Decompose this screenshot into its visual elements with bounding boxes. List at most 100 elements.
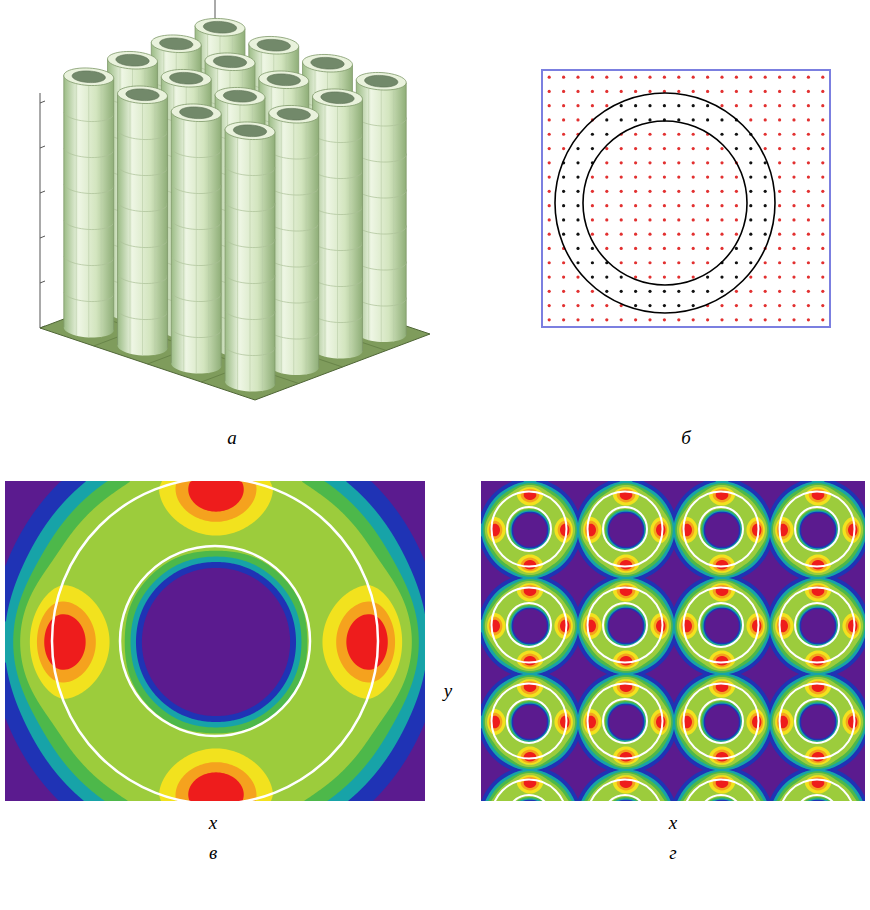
cylinder-hole — [277, 108, 310, 120]
axis-label: x — [209, 813, 217, 832]
ring-node — [634, 290, 637, 293]
grid-node — [706, 247, 709, 250]
ring-node — [591, 275, 594, 278]
grid-node — [562, 118, 565, 121]
grid-node — [764, 290, 767, 293]
ring-node — [764, 190, 767, 193]
grid-node — [620, 233, 623, 236]
white-circle — [795, 507, 839, 551]
cylinder-top — [303, 54, 353, 72]
ring-node — [692, 304, 695, 307]
grid-node — [548, 161, 551, 164]
white-circle — [795, 699, 839, 743]
cylinder-hole — [233, 125, 266, 137]
grid-node — [720, 76, 723, 79]
grid-node — [663, 275, 666, 278]
grid-node — [677, 204, 680, 207]
grid-node — [562, 261, 565, 264]
grid-node — [663, 76, 666, 79]
grid-node — [764, 118, 767, 121]
grid-node — [576, 275, 579, 278]
grid-node — [548, 261, 551, 264]
grid-node — [677, 133, 680, 136]
grid-node — [648, 90, 651, 93]
grid-node — [663, 247, 666, 250]
cylinder-rib — [381, 90, 382, 342]
grid-node — [591, 290, 594, 293]
grid-node — [807, 76, 810, 79]
white-circle — [699, 795, 743, 801]
white-circle — [603, 603, 647, 647]
contour-level — [5, 481, 425, 801]
grid-node — [749, 104, 752, 107]
grid-node — [663, 318, 666, 321]
ring-node — [749, 204, 752, 207]
contour-level — [13, 481, 419, 801]
ring-node — [591, 147, 594, 150]
cylinder-top — [118, 86, 168, 104]
grid-node — [792, 218, 795, 221]
grid-node — [562, 275, 565, 278]
ring-node — [749, 247, 752, 250]
grid-node — [735, 204, 738, 207]
cylinder-edge — [362, 99, 363, 351]
grid-node — [807, 204, 810, 207]
grid-node — [807, 247, 810, 250]
grid-node — [749, 90, 752, 93]
grid-node — [821, 233, 824, 236]
cylinder-edge — [171, 111, 172, 363]
grid-node — [778, 76, 781, 79]
ring-node — [634, 118, 637, 121]
white-circle — [507, 507, 551, 551]
grid-node — [663, 218, 666, 221]
grid-node — [677, 247, 680, 250]
grid-node — [778, 161, 781, 164]
ring-node — [677, 118, 680, 121]
cylinder-edge — [63, 75, 64, 327]
grid-node — [749, 76, 752, 79]
grid-node — [807, 233, 810, 236]
grid-node — [648, 261, 651, 264]
grid-node — [620, 190, 623, 193]
grid-node — [677, 161, 680, 164]
ring-node — [634, 304, 637, 307]
cylinder-edge — [167, 96, 168, 348]
grid-node — [648, 133, 651, 136]
grid-node — [605, 76, 608, 79]
ring-node — [562, 233, 565, 236]
grid-node — [591, 318, 594, 321]
white-circle — [588, 588, 663, 663]
ring-node — [749, 261, 752, 264]
grid-node — [562, 147, 565, 150]
grid-node — [605, 90, 608, 93]
ring-node — [634, 104, 637, 107]
cylinder-top — [195, 18, 245, 36]
grid-node — [807, 104, 810, 107]
ring-node — [576, 233, 579, 236]
unit-cell-grid — [542, 70, 830, 327]
hollow-cylinder — [171, 104, 221, 374]
cylinder-rib — [183, 120, 184, 372]
cylinder-hole — [170, 72, 203, 84]
grid-node — [692, 204, 695, 207]
grid-node — [706, 218, 709, 221]
grid-node — [720, 204, 723, 207]
axis-label: x — [669, 813, 677, 832]
cylinder-rib — [325, 105, 326, 357]
grid-node — [692, 261, 695, 264]
grid-node — [792, 147, 795, 150]
grid-node — [720, 218, 723, 221]
grid-node — [548, 90, 551, 93]
grid-node — [634, 161, 637, 164]
grid-node — [764, 304, 767, 307]
ring-node — [692, 104, 695, 107]
grid-node — [778, 90, 781, 93]
cylinder-hole — [257, 39, 290, 51]
cell-border — [542, 70, 830, 327]
white-circle — [684, 492, 759, 567]
grid-node — [821, 247, 824, 250]
ring-node — [576, 190, 579, 193]
ring-node — [591, 247, 594, 250]
cylinder-edge — [406, 83, 407, 335]
